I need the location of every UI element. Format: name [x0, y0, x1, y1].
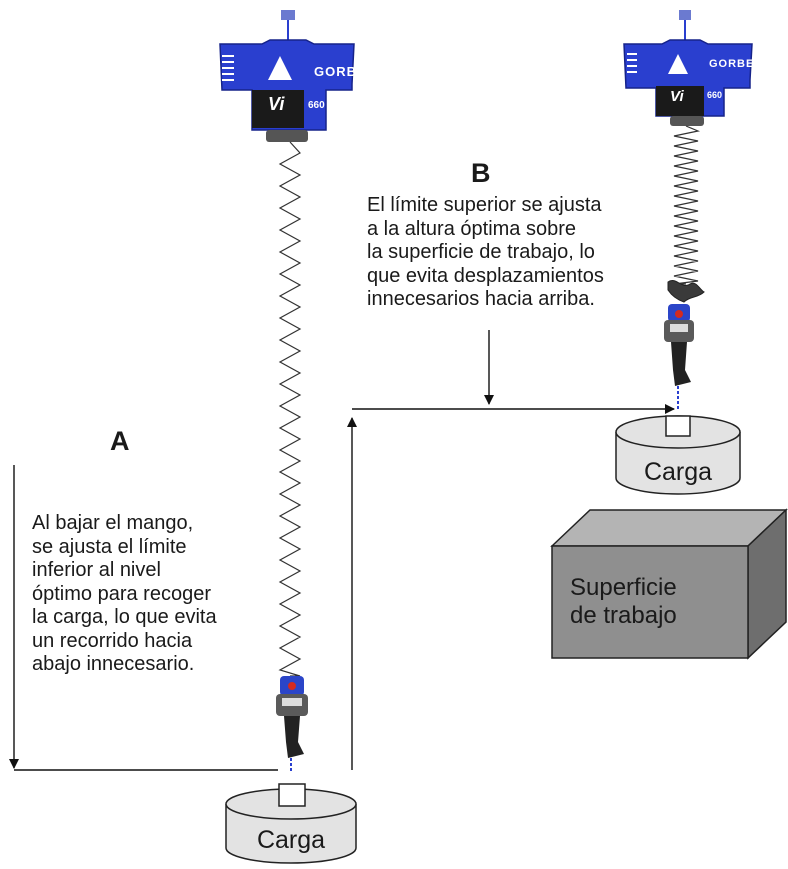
hoist-right	[623, 10, 753, 410]
load-label-left: Carga	[256, 826, 326, 854]
trolley-right	[679, 10, 691, 20]
text-a: Al bajar el mango, se ajusta el límite i…	[32, 512, 217, 675]
load-left	[225, 783, 357, 864]
surface-label: Superficie de trabajo	[570, 574, 677, 629]
text-b: El límite superior se ajusta a la altura…	[367, 194, 604, 310]
hoist-brand-right: GORBEL	[709, 58, 763, 70]
work-surface	[550, 508, 788, 660]
handle-right	[664, 304, 694, 410]
load-label-right: Carga	[643, 458, 713, 486]
hoist-brand-left: GORBEL	[314, 64, 376, 79]
load-hook-left	[278, 783, 306, 807]
handle-left	[276, 676, 308, 772]
gorbel-logo-icon-right	[668, 54, 688, 74]
coil-cord-left	[278, 141, 302, 677]
vent-icon-right	[627, 53, 637, 73]
hoist-model-left: Vi	[268, 94, 285, 114]
hoist-model-right: Vi	[670, 88, 684, 105]
hoist-capacity-left: 660 LBS	[308, 100, 348, 111]
trolley-left	[281, 10, 295, 20]
label-a: A	[110, 426, 130, 456]
hoist-capacity-right: 660 LBS	[707, 90, 743, 100]
load-right	[615, 415, 741, 495]
load-hook-right	[665, 415, 691, 437]
vent-icon-left	[222, 55, 234, 81]
coil-cord-right	[673, 125, 701, 285]
control-box-right	[656, 86, 704, 116]
label-b: B	[471, 158, 491, 188]
coil-bundle-right	[667, 280, 705, 303]
arrows	[9, 330, 675, 771]
control-box-left	[252, 90, 304, 128]
gorbel-logo-icon-left	[268, 56, 292, 80]
hoist-left	[219, 10, 355, 772]
